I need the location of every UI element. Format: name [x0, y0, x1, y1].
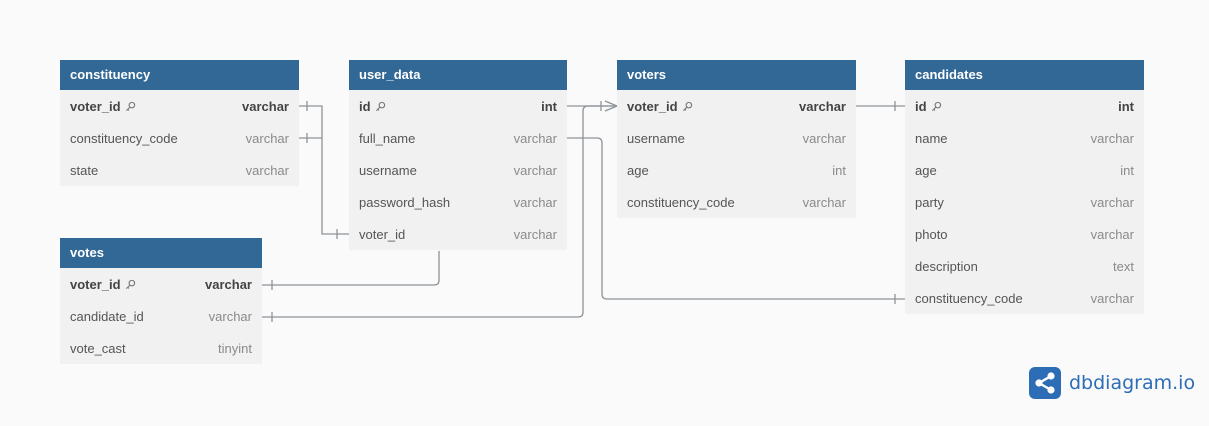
field-type: varchar [1090, 194, 1134, 210]
field-type: varchar [205, 276, 252, 292]
key-icon [375, 101, 385, 111]
table-user_data[interactable]: user_data id int full_name varchar usern… [349, 60, 567, 250]
field-row[interactable]: full_name varchar [349, 122, 567, 154]
table-header[interactable]: voters [617, 60, 856, 90]
field-row[interactable]: username varchar [617, 122, 856, 154]
field-type: text [1113, 258, 1134, 274]
field-name: password_hash [359, 194, 451, 210]
field-type: varchar [1090, 290, 1134, 306]
field-type: varchar [245, 130, 289, 146]
field-name: voter_id [627, 98, 678, 114]
cardinality-ticks [271, 100, 896, 322]
field-name: username [627, 130, 685, 146]
field-type: int [1118, 98, 1134, 114]
field-row[interactable]: state varchar [60, 154, 299, 186]
rel-user_data-full_name-candidates-constituency_code [567, 137, 905, 300]
field-type: int [1120, 162, 1134, 178]
field-type: varchar [802, 194, 846, 210]
table-constituency[interactable]: constituency voter_id varchar constituen… [60, 60, 299, 186]
field-name: name [915, 130, 948, 146]
field-type: varchar [513, 130, 557, 146]
field-name: vote_cast [70, 340, 126, 356]
field-row[interactable]: age int [905, 154, 1144, 186]
table-header[interactable]: votes [60, 238, 262, 268]
field-name: photo [915, 226, 948, 242]
table-header[interactable]: user_data [349, 60, 567, 90]
field-type: int [832, 162, 846, 178]
field-row[interactable]: id int [905, 90, 1144, 122]
key-icon [931, 101, 941, 111]
brand-logo[interactable]: dbdiagram.io [1029, 367, 1195, 399]
field-type: varchar [802, 130, 846, 146]
field-type: varchar [513, 226, 557, 242]
field-type: varchar [799, 98, 846, 114]
field-name: voter_id [359, 226, 406, 242]
field-row[interactable]: voter_id varchar [60, 268, 262, 300]
field-type: varchar [245, 162, 289, 178]
key-icon [682, 101, 692, 111]
field-name: username [359, 162, 417, 178]
brand-name: dbdiagram.io [1069, 372, 1196, 394]
field-name: id [359, 98, 371, 114]
field-name: constituency_code [70, 130, 178, 146]
field-row[interactable]: age int [617, 154, 856, 186]
field-name: constituency_code [627, 194, 735, 210]
field-row[interactable]: constituency_code varchar [905, 282, 1144, 314]
field-type: varchar [208, 308, 252, 324]
field-type: tinyint [218, 340, 252, 356]
field-type: varchar [1090, 130, 1134, 146]
field-row[interactable]: password_hash varchar [349, 186, 567, 218]
field-type: int [541, 98, 557, 114]
field-row[interactable]: voter_id varchar [349, 218, 567, 250]
field-name: state [70, 162, 99, 178]
field-name: voter_id [70, 276, 121, 292]
field-name: age [627, 162, 649, 178]
field-name: id [915, 98, 927, 114]
field-name: constituency_code [915, 290, 1023, 306]
field-name: voter_id [70, 98, 121, 114]
field-type: varchar [513, 162, 557, 178]
field-row[interactable]: constituency_code varchar [60, 122, 299, 154]
field-type: varchar [1090, 226, 1134, 242]
field-name: age [915, 162, 937, 178]
field-row[interactable]: name varchar [905, 122, 1144, 154]
table-header[interactable]: constituency [60, 60, 299, 90]
table-header[interactable]: candidates [905, 60, 1144, 90]
field-name: candidate_id [70, 308, 144, 324]
field-name: party [915, 194, 944, 210]
field-row[interactable]: username varchar [349, 154, 567, 186]
key-icon [125, 279, 135, 289]
field-name: full_name [359, 130, 416, 146]
field-row[interactable]: candidate_id varchar [60, 300, 262, 332]
field-row[interactable]: photo varchar [905, 218, 1144, 250]
key-icon [125, 101, 135, 111]
field-row[interactable]: vote_cast tinyint [60, 332, 262, 364]
field-type: varchar [242, 98, 289, 114]
field-row[interactable]: voter_id varchar [60, 90, 299, 122]
field-row[interactable]: party varchar [905, 186, 1144, 218]
table-voters[interactable]: voters voter_id varchar username varchar… [617, 60, 856, 218]
rel-constituency-voter_id-user_data-voter_id [299, 105, 349, 235]
rel-user_data-id-votes-voter_id [262, 251, 440, 286]
field-type: varchar [513, 194, 557, 210]
field-row[interactable]: voter_id varchar [617, 90, 856, 122]
field-row[interactable]: id int [349, 90, 567, 122]
rel-votes-candidate_id-voters [262, 105, 617, 318]
field-row[interactable]: description text [905, 250, 1144, 282]
dbdiagram-logo-icon [1029, 367, 1061, 399]
table-candidates[interactable]: candidates id int name varchar age int p… [905, 60, 1144, 314]
field-row[interactable]: constituency_code varchar [617, 186, 856, 218]
field-name: description [915, 258, 978, 274]
table-votes[interactable]: votes voter_id varchar candidate_id varc… [60, 238, 262, 364]
